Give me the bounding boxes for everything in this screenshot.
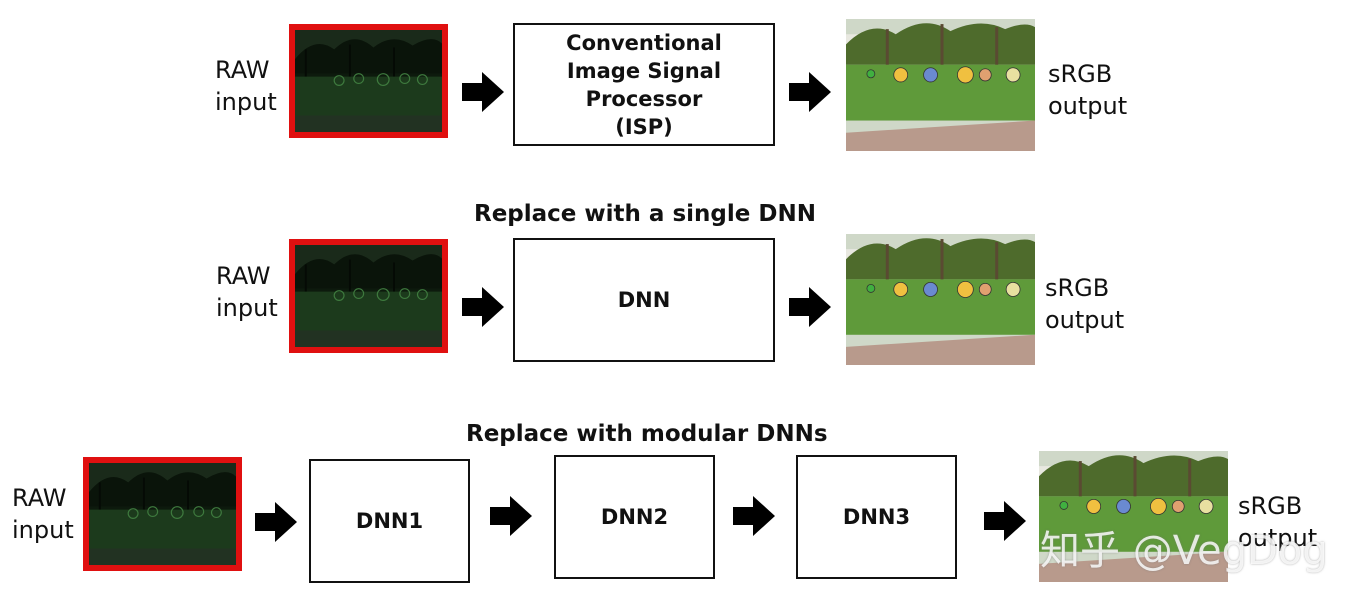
row2-arrow-2 — [787, 284, 833, 330]
row2-srgb-image — [846, 234, 1035, 365]
row3-arrow-4 — [982, 498, 1028, 544]
row3-input-label: RAW input — [12, 484, 74, 544]
row3-raw-image — [83, 457, 242, 571]
row3-output-label: sRGB output — [1238, 492, 1318, 552]
row2-arrow-1 — [460, 284, 506, 330]
row1-srgb-image — [846, 19, 1035, 151]
row1-arrow-1 — [460, 69, 506, 115]
row3-heading: Replace with modular DNNs — [466, 421, 828, 447]
row2-dnn-box: DNN — [513, 238, 775, 362]
row2-input-label: RAW input — [216, 262, 278, 322]
row1-output-label: sRGB output — [1048, 60, 1128, 120]
row1-isp-box: Conventional Image Signal Processor (ISP… — [513, 23, 775, 146]
row3-arrow-3 — [731, 493, 777, 539]
row1-input-label: RAW input — [215, 56, 277, 116]
row3-dnn1-box: DNN1 — [309, 459, 470, 583]
row1-arrow-2 — [787, 69, 833, 115]
row1-raw-image — [289, 24, 448, 138]
row3-dnn2-box: DNN2 — [554, 455, 715, 579]
row2-output-label: sRGB output — [1045, 274, 1125, 334]
row2-heading: Replace with a single DNN — [474, 201, 816, 227]
watermark: 知乎 @VegDog — [1040, 528, 1328, 574]
row3-dnn3-box: DNN3 — [796, 455, 957, 579]
row2-raw-image — [289, 239, 448, 353]
row3-arrow-2 — [488, 493, 534, 539]
row3-arrow-1 — [253, 499, 299, 545]
